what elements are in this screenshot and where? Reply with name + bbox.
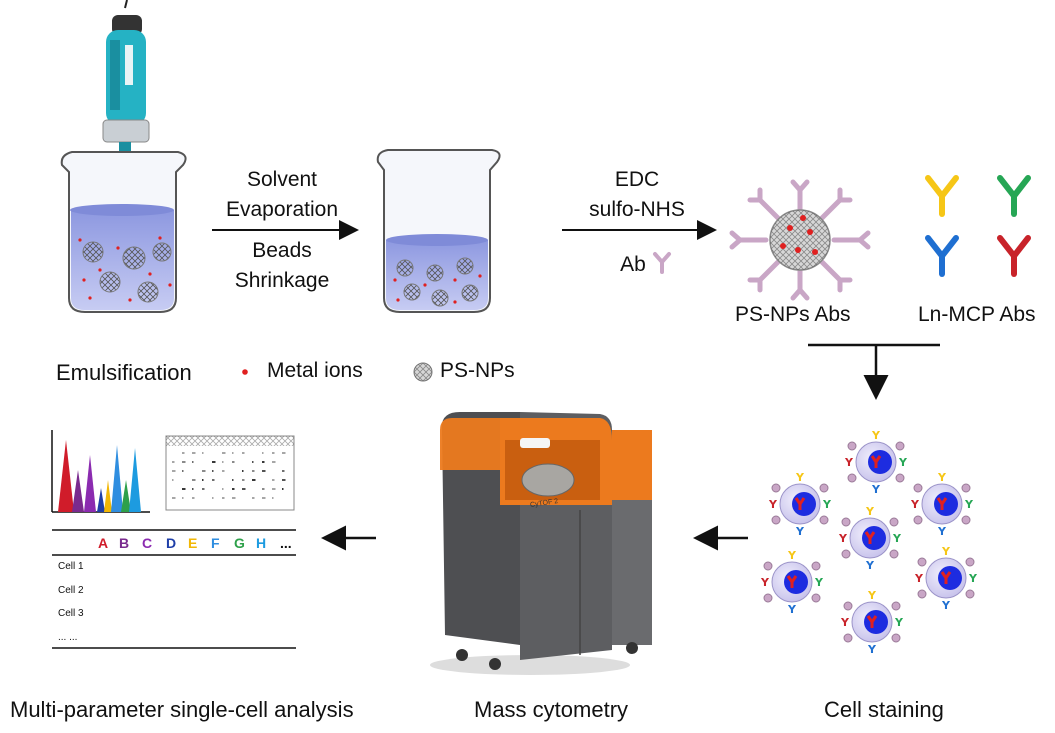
stage-cell-staining: Cell staining	[824, 697, 944, 722]
stained-cell: Y Y Y Y	[760, 549, 824, 616]
svg-text:Y: Y	[898, 456, 908, 469]
step-edc: EDC	[614, 168, 660, 191]
step-beads: Beads	[252, 239, 312, 262]
spectrum-chart-icon	[51, 430, 150, 513]
beaker-icon	[376, 149, 501, 313]
stained-cell: Y Y Y Y	[840, 589, 904, 656]
table-row-label: ... ...	[58, 632, 78, 643]
table-column-header: B	[119, 535, 130, 551]
table-row-label: Cell 1	[58, 561, 84, 572]
svg-text:Y: Y	[964, 498, 974, 511]
step-solvent: Solvent	[246, 168, 318, 191]
svg-text:Y: Y	[871, 483, 881, 496]
nanoparticle-icon	[729, 179, 871, 301]
table-column-header: F	[211, 535, 220, 551]
stained-cell: Y Y Y Y	[838, 505, 902, 572]
step-sulfo-nhs: sulfo-NHS	[589, 198, 685, 221]
mass-cytometer-icon	[430, 412, 652, 675]
table-column-header: G	[234, 535, 245, 551]
legend-ps-nps: PS-NPs	[440, 359, 515, 382]
svg-text:Y: Y	[867, 589, 877, 602]
results-table-lines	[52, 529, 296, 649]
svg-text:Y: Y	[865, 559, 875, 572]
table-column-header: E	[188, 535, 198, 551]
table-column-header: A	[98, 535, 109, 551]
svg-text:Y: Y	[814, 576, 824, 589]
svg-text:Y: Y	[795, 471, 805, 484]
label-ln-mcp-abs: Ln-MCP Abs	[918, 303, 1036, 326]
stained-cell: Y Y Y Y	[844, 429, 908, 496]
svg-text:Y: Y	[840, 616, 850, 629]
svg-text:Y: Y	[787, 603, 797, 616]
svg-text:Y: Y	[937, 525, 947, 538]
svg-text:Y: Y	[867, 643, 877, 656]
svg-text:Y: Y	[865, 505, 875, 518]
metal-ion-icon	[242, 369, 248, 375]
table-row-label: Cell 3	[58, 608, 84, 619]
svg-text:Y: Y	[787, 549, 797, 562]
step-shrinkage: Shrinkage	[234, 269, 330, 292]
step-ab: Ab	[620, 253, 646, 276]
svg-text:Y: Y	[844, 456, 854, 469]
table-column-header: H	[256, 535, 267, 551]
svg-text:Y: Y	[968, 572, 978, 585]
step-evaporation: Evaporation	[225, 198, 339, 221]
svg-text:Y: Y	[760, 576, 770, 589]
svg-text:Y: Y	[914, 572, 924, 585]
svg-text:Y: Y	[822, 498, 832, 511]
heatmap-icon	[165, 435, 295, 511]
stage-mass-cytometry: Mass cytometry	[474, 697, 629, 722]
svg-text:Y: Y	[768, 498, 778, 511]
beaker-icon	[60, 151, 187, 313]
svg-text:Y: Y	[892, 532, 902, 545]
stained-cell: Y Y Y Y	[914, 545, 978, 612]
stained-cell: Y Y Y Y	[910, 471, 974, 538]
table-column-header: D	[166, 535, 177, 551]
label-ps-nps-abs: PS-NPs Abs	[735, 303, 851, 326]
antibody-icon	[925, 175, 1031, 277]
svg-text:Y: Y	[894, 616, 904, 629]
svg-text:Y: Y	[838, 532, 848, 545]
svg-text:Y: Y	[941, 599, 951, 612]
table-column-header: ...	[280, 535, 292, 551]
svg-text:Y: Y	[795, 525, 805, 538]
legend-metal-ions: Metal ions	[267, 359, 363, 382]
svg-text:Y: Y	[941, 545, 951, 558]
merge-arrow	[808, 343, 940, 400]
label-emulsification: Emulsification	[56, 360, 192, 385]
antibody-icon	[653, 252, 671, 274]
stage-analysis: Multi-parameter single-cell analysis	[10, 697, 354, 722]
table-row-label: Cell 2	[58, 585, 84, 596]
svg-text:Y: Y	[871, 429, 881, 442]
stained-cell: Y Y Y Y	[768, 471, 832, 538]
svg-text:Y: Y	[910, 498, 920, 511]
table-column-header: C	[142, 535, 153, 551]
svg-text:Y: Y	[937, 471, 947, 484]
